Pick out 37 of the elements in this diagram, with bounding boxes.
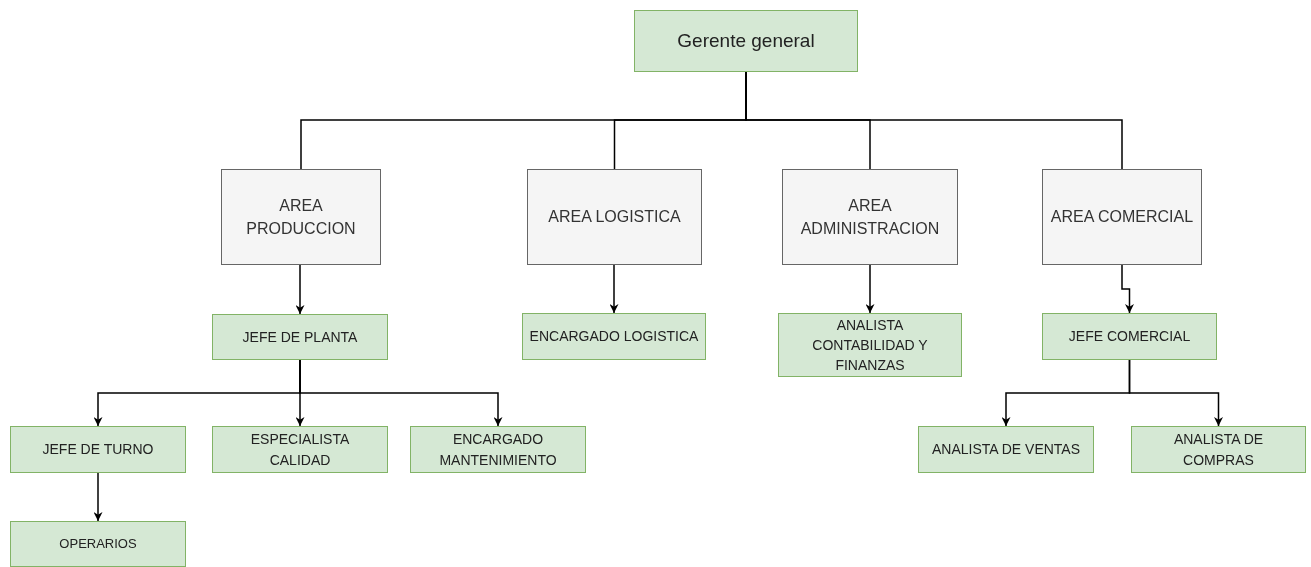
executive-box [634,10,858,72]
position-title: ANALISTA CONTABILIDAD Y FINANZAS [811,315,929,376]
arrow [609,264,619,314]
position-box [410,426,586,473]
position-box [10,426,186,473]
position-title: ANALISTA DE VENTAS [931,440,1081,460]
position-box [778,313,962,377]
position-title: Gerente general [677,29,815,54]
position-box [522,313,706,360]
position-box [212,426,388,473]
position-title: ENCARGADO MANTENIMIENTO [438,430,558,470]
position-title: AREA COMERCIAL [1050,207,1194,228]
arrow [1121,264,1134,314]
arrow [93,472,103,522]
position-title: AREA ADMINISTRACION [799,195,941,239]
position-title: AREA PRODUCCION [245,195,357,239]
position-title: OPERARIOS [59,534,137,553]
position-title: JEFE DE TURNO [42,440,154,460]
position-title: JEFE COMERCIAL [1068,327,1191,347]
department-box [1042,169,1202,265]
position-box [1042,313,1217,360]
position-title: JEFE DE PLANTA [242,327,358,347]
arrow [299,359,503,427]
position-box [1131,426,1306,473]
arrow [865,264,875,314]
position-title: ENCARGADO LOGISTICA [529,327,699,347]
position-box [212,314,388,360]
position-box [918,426,1094,473]
department-box [527,169,702,265]
arrow [1128,359,1223,427]
arrow [295,264,305,315]
position-box [10,521,186,567]
department-box [782,169,958,265]
position-title: AREA LOGISTICA [548,207,681,228]
department-box [221,169,381,265]
position-title: ANALISTA DE COMPRAS [1172,430,1265,470]
position-title: ESPECIALISTA CALIDAD [249,430,351,470]
